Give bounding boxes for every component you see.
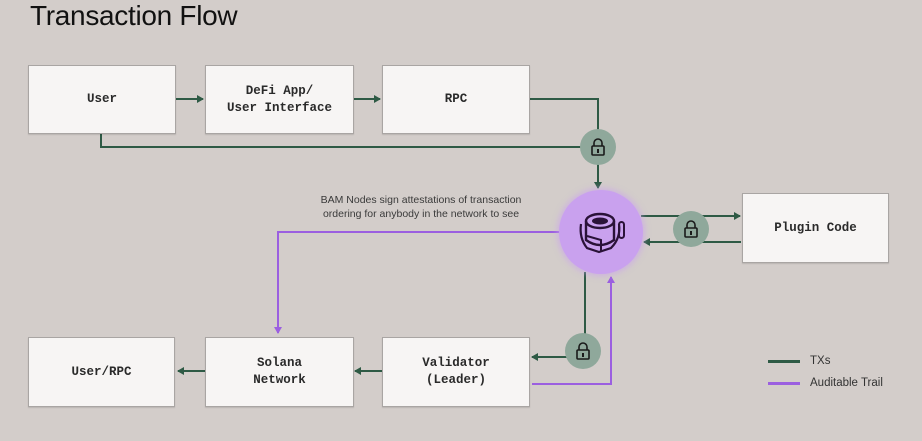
legend-swatch-auditable-trail [768, 381, 800, 385]
lock-icon [684, 220, 698, 238]
audit-line-bam-to-solana [274, 231, 562, 334]
tx-line-user-bypass [100, 134, 598, 148]
legend-item-auditable-trail: Auditable Trail [768, 372, 883, 394]
legend-item-txs: TXs [768, 350, 883, 372]
lock-icon [576, 342, 590, 360]
node-defi-app: DeFi App/ User Interface [205, 65, 354, 134]
legend: TXs Auditable Trail [768, 350, 883, 394]
bam-node [559, 190, 643, 274]
node-plugin-code: Plugin Code [742, 193, 889, 263]
page-title: Transaction Flow [30, 0, 238, 31]
legend-swatch-txs [768, 359, 800, 363]
audit-line-validator-to-bam [532, 276, 615, 385]
node-user-rpc: User/RPC [28, 337, 175, 407]
node-validator: Validator (Leader) [382, 337, 530, 407]
lock-icon [591, 138, 605, 156]
node-solana-network: Solana Network [205, 337, 354, 407]
lock-badge-validator [565, 333, 601, 369]
legend-label-txs: TXs [810, 355, 831, 367]
legend-label-auditable-trail: Auditable Trail [810, 377, 883, 389]
bam-node-icon [579, 212, 625, 254]
node-rpc: RPC [382, 65, 530, 134]
node-user: User [28, 65, 176, 134]
lock-badge-rpc [580, 129, 616, 165]
bam-annotation: BAM Nodes sign attestations of transacti… [320, 194, 522, 220]
lock-badge-plugin [673, 211, 709, 247]
